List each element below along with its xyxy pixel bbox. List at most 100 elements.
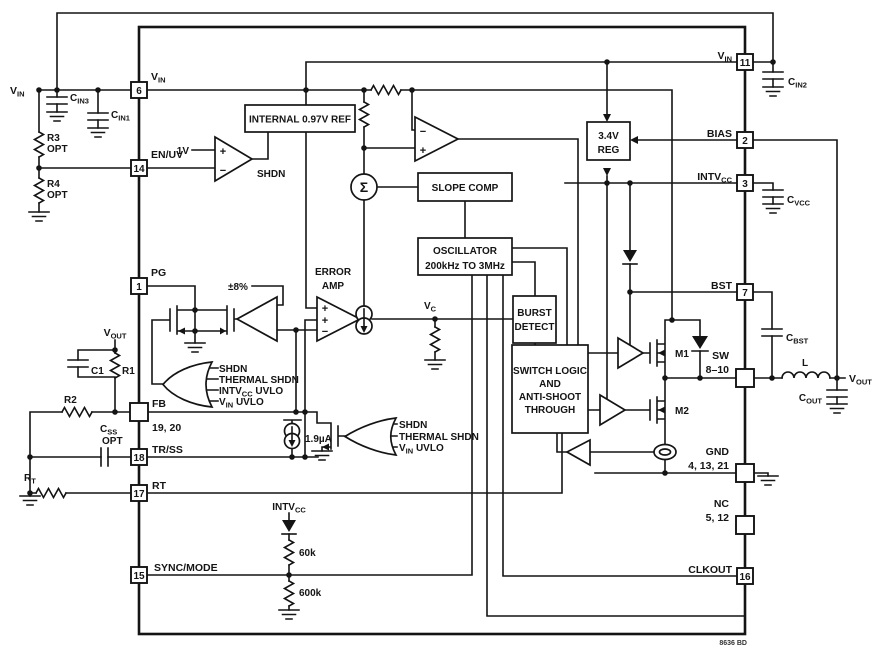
wires-oscillator-section bbox=[146, 247, 746, 617]
slope-comp-label: SLOPE COMP bbox=[432, 183, 499, 194]
cin3-label: CIN3 bbox=[70, 93, 89, 106]
svg-text:−: − bbox=[322, 326, 328, 338]
or2-in0-label: SHDN bbox=[399, 420, 427, 431]
cap-cin2 bbox=[762, 71, 784, 80]
pin-14-box bbox=[130, 159, 148, 177]
cout-label: COUT bbox=[799, 393, 822, 406]
r4-label: R4 bbox=[47, 179, 60, 190]
pin-sw-box bbox=[735, 368, 755, 388]
r2-label: R2 bbox=[64, 395, 77, 406]
pin3-label: INTVCC bbox=[697, 171, 732, 185]
pin-18-box bbox=[130, 448, 148, 466]
svg-text:+: + bbox=[322, 303, 328, 315]
current-comparator-icon bbox=[414, 115, 460, 163]
m2-label: M2 bbox=[675, 406, 689, 417]
pin16-number: 16 bbox=[739, 572, 751, 583]
cin1-label: CIN1 bbox=[111, 110, 130, 123]
intvcc-divider-label: INTVCC bbox=[272, 502, 306, 515]
burst-label2: DETECT bbox=[515, 322, 555, 333]
r4-opt-label: OPT bbox=[47, 190, 68, 201]
pin-15-box bbox=[130, 566, 148, 584]
iss-label: 1.9µA bbox=[305, 434, 332, 445]
svg-text:+: + bbox=[322, 315, 328, 327]
pin1-number: 1 bbox=[136, 282, 142, 293]
pinsw-label: SW bbox=[712, 350, 729, 362]
resistor-r2 bbox=[61, 406, 93, 418]
wires-internal-top bbox=[146, 61, 738, 346]
pin1-label: PG bbox=[151, 267, 166, 279]
pin-squares bbox=[129, 53, 755, 585]
oscillator-label1: OSCILLATOR bbox=[433, 246, 498, 257]
pinfb-numbers: 19, 20 bbox=[152, 422, 181, 434]
cap-cin3 bbox=[46, 96, 68, 105]
or1-in0-label: SHDN bbox=[219, 364, 247, 375]
resistor-vc bbox=[429, 326, 441, 353]
pin-2-box bbox=[736, 131, 754, 149]
resistor-60k bbox=[283, 539, 295, 566]
svg-text:+: + bbox=[220, 146, 226, 158]
burst-detect-box bbox=[512, 295, 557, 344]
pin-16-box bbox=[736, 567, 754, 585]
cvcc-label: CVCC bbox=[787, 195, 811, 208]
vin-input-label: VIN bbox=[10, 85, 25, 99]
diode-catch-icon bbox=[691, 336, 709, 352]
600k-label: 600k bbox=[299, 588, 322, 599]
vc-label: VC bbox=[424, 301, 437, 314]
pin11-label: VIN bbox=[717, 50, 732, 64]
shdn-label: SHDN bbox=[257, 169, 285, 180]
or2-in1-label: THERMAL SHDN bbox=[399, 432, 479, 443]
en-comparator-icon bbox=[214, 135, 254, 183]
resistor-600k bbox=[283, 580, 295, 607]
diode-divider-icon bbox=[281, 520, 297, 535]
pin18-number: 18 bbox=[133, 453, 145, 464]
pin7-number: 7 bbox=[742, 288, 748, 299]
driver-m2-icon bbox=[599, 393, 627, 427]
pin14-label: EN/UV bbox=[151, 149, 183, 161]
switch-logic-label2: AND bbox=[539, 379, 561, 390]
css-label: CSS bbox=[100, 424, 117, 437]
resistor-r1 bbox=[109, 352, 121, 379]
resistor-r3 bbox=[33, 131, 45, 158]
pin18-label: TR/SS bbox=[152, 444, 183, 456]
reg-3v4-box bbox=[586, 121, 631, 161]
sigma-icon bbox=[350, 173, 378, 201]
cin2-label: CIN2 bbox=[788, 77, 807, 90]
mosfet-arrows bbox=[178, 327, 665, 451]
opamp-signs: +− −+ ++− bbox=[220, 126, 426, 338]
m1-label: M1 bbox=[675, 349, 689, 360]
pin2-label: BIAS bbox=[707, 128, 732, 140]
junction-dots bbox=[27, 59, 840, 578]
vout-right-label: VOUT bbox=[849, 373, 872, 387]
pinsw-numbers: 8–10 bbox=[706, 364, 730, 376]
pin-3-box bbox=[736, 174, 754, 192]
vout-left-label: VOUT bbox=[104, 327, 127, 341]
pinnc-label: NC bbox=[714, 498, 730, 510]
pin11-number: 11 bbox=[740, 58, 751, 69]
or-gate-ss-icon bbox=[343, 416, 398, 457]
ic-boundary bbox=[137, 25, 747, 636]
inductor-label: L bbox=[802, 358, 808, 369]
pin2-number: 2 bbox=[742, 136, 748, 147]
pin-6-box bbox=[130, 81, 148, 99]
pin-1-box bbox=[130, 277, 148, 295]
pin17-number: 17 bbox=[133, 489, 145, 500]
error-amp-label1: ERROR bbox=[315, 267, 352, 278]
sense-amp-icon bbox=[565, 438, 591, 467]
cap-cbst bbox=[761, 328, 783, 337]
60k-label: 60k bbox=[299, 548, 316, 559]
resistor-sense-divider bbox=[358, 101, 370, 128]
r1-label: R1 bbox=[122, 366, 135, 377]
reg-arrows bbox=[603, 114, 638, 176]
pingnd-label: GND bbox=[706, 446, 730, 458]
or1-in2-label: INTVCC UVLO bbox=[219, 386, 283, 399]
pin6-number: 6 bbox=[136, 86, 142, 97]
slope-comp-box bbox=[417, 172, 513, 202]
or1-in3-label: VIN UVLO bbox=[219, 397, 264, 410]
diode-bootstrap-icon bbox=[622, 250, 638, 265]
error-amp-label2: AMP bbox=[322, 281, 345, 292]
current-source-1u9-icon bbox=[283, 422, 301, 450]
pinfb-label: FB bbox=[152, 398, 166, 410]
cap-cin1 bbox=[87, 112, 109, 121]
pin6-label: VIN bbox=[151, 71, 166, 85]
svg-text:+: + bbox=[420, 145, 426, 157]
